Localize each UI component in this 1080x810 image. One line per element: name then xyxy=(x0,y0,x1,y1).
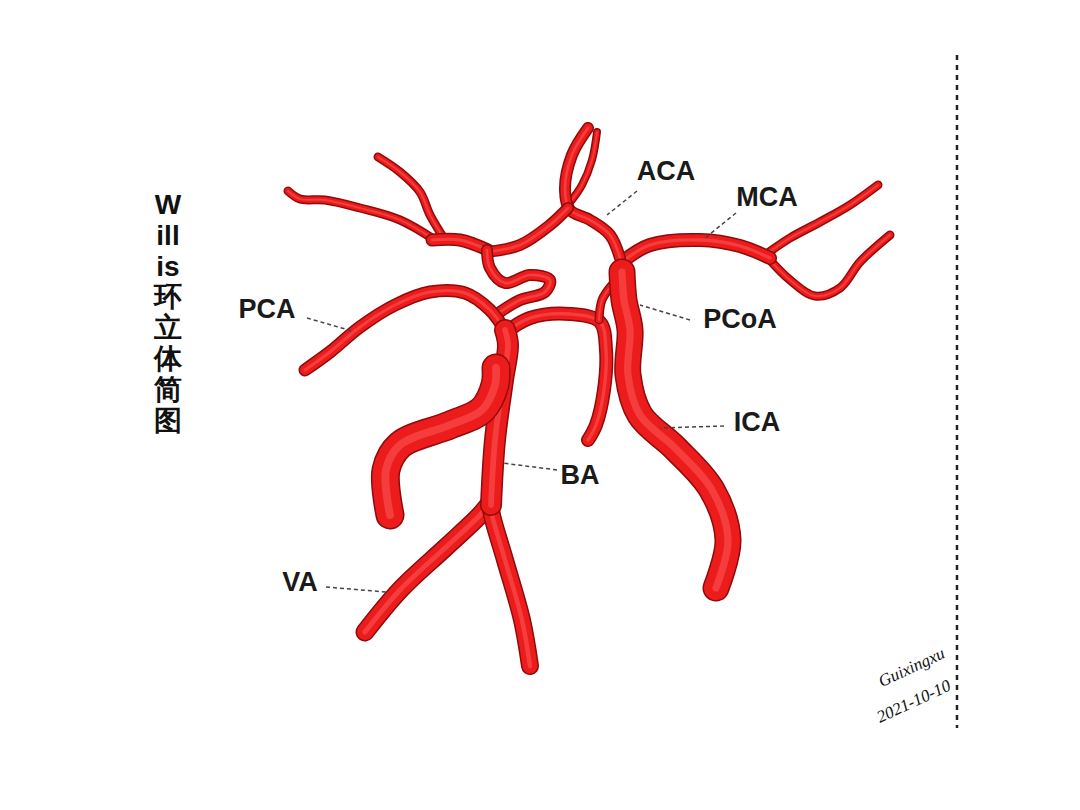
artery-group xyxy=(288,128,890,666)
artery-body xyxy=(288,191,435,240)
artery-body xyxy=(565,128,620,258)
artery-outline xyxy=(487,208,568,252)
artery xyxy=(288,191,435,240)
artery-highlight xyxy=(487,208,568,252)
artery-highlight xyxy=(432,239,488,250)
artery-outline xyxy=(487,250,550,312)
artery xyxy=(768,235,890,296)
artery-outline xyxy=(505,314,606,440)
artery-outline xyxy=(768,235,890,296)
leader-line xyxy=(640,305,690,320)
artery-highlight xyxy=(622,240,770,262)
part-label: PCoA xyxy=(703,305,777,335)
artery-highlight xyxy=(490,500,530,666)
part-label: MCA xyxy=(736,183,798,213)
artery-highlight xyxy=(565,128,620,258)
artery-outline xyxy=(622,240,770,262)
artery xyxy=(432,239,488,250)
artery-highlight xyxy=(305,291,506,370)
divider-line xyxy=(956,55,959,728)
leader-line xyxy=(307,318,352,331)
part-label: ICA xyxy=(734,408,781,438)
artery xyxy=(487,250,550,312)
artery xyxy=(490,500,530,666)
leader-line xyxy=(326,587,386,592)
artery xyxy=(487,208,568,252)
artery xyxy=(565,128,620,258)
artery-outline xyxy=(490,500,530,666)
artery-body xyxy=(385,368,496,515)
artery-body xyxy=(622,240,770,262)
part-label: PCA xyxy=(238,295,295,325)
artery-body xyxy=(490,500,530,666)
artery-body xyxy=(487,208,568,252)
artery xyxy=(305,291,506,370)
part-label: ACA xyxy=(637,157,696,187)
artery-highlight xyxy=(487,250,550,312)
artery xyxy=(622,240,770,262)
part-label: VA xyxy=(282,568,318,598)
leader-line xyxy=(660,426,724,428)
part-label: BA xyxy=(561,461,600,491)
artery-highlight xyxy=(385,368,496,515)
artery-body xyxy=(505,314,606,440)
artery-outline xyxy=(305,291,506,370)
title: Willis环立体简图 xyxy=(154,190,182,436)
artery xyxy=(385,368,496,515)
artery-outline xyxy=(565,128,620,258)
leader-line xyxy=(607,191,637,215)
artery-body xyxy=(305,291,506,370)
artery-body xyxy=(768,235,890,296)
artery xyxy=(505,314,606,440)
artery-outline xyxy=(432,239,488,250)
leader-line xyxy=(705,213,736,238)
artery-highlight xyxy=(768,235,890,296)
artery-body xyxy=(432,239,488,250)
artery-highlight xyxy=(505,314,606,440)
artery-highlight xyxy=(288,191,435,240)
artery-outline xyxy=(288,191,435,240)
leader-line xyxy=(502,463,557,470)
artery-outline xyxy=(385,368,496,515)
artery-body xyxy=(487,250,550,312)
